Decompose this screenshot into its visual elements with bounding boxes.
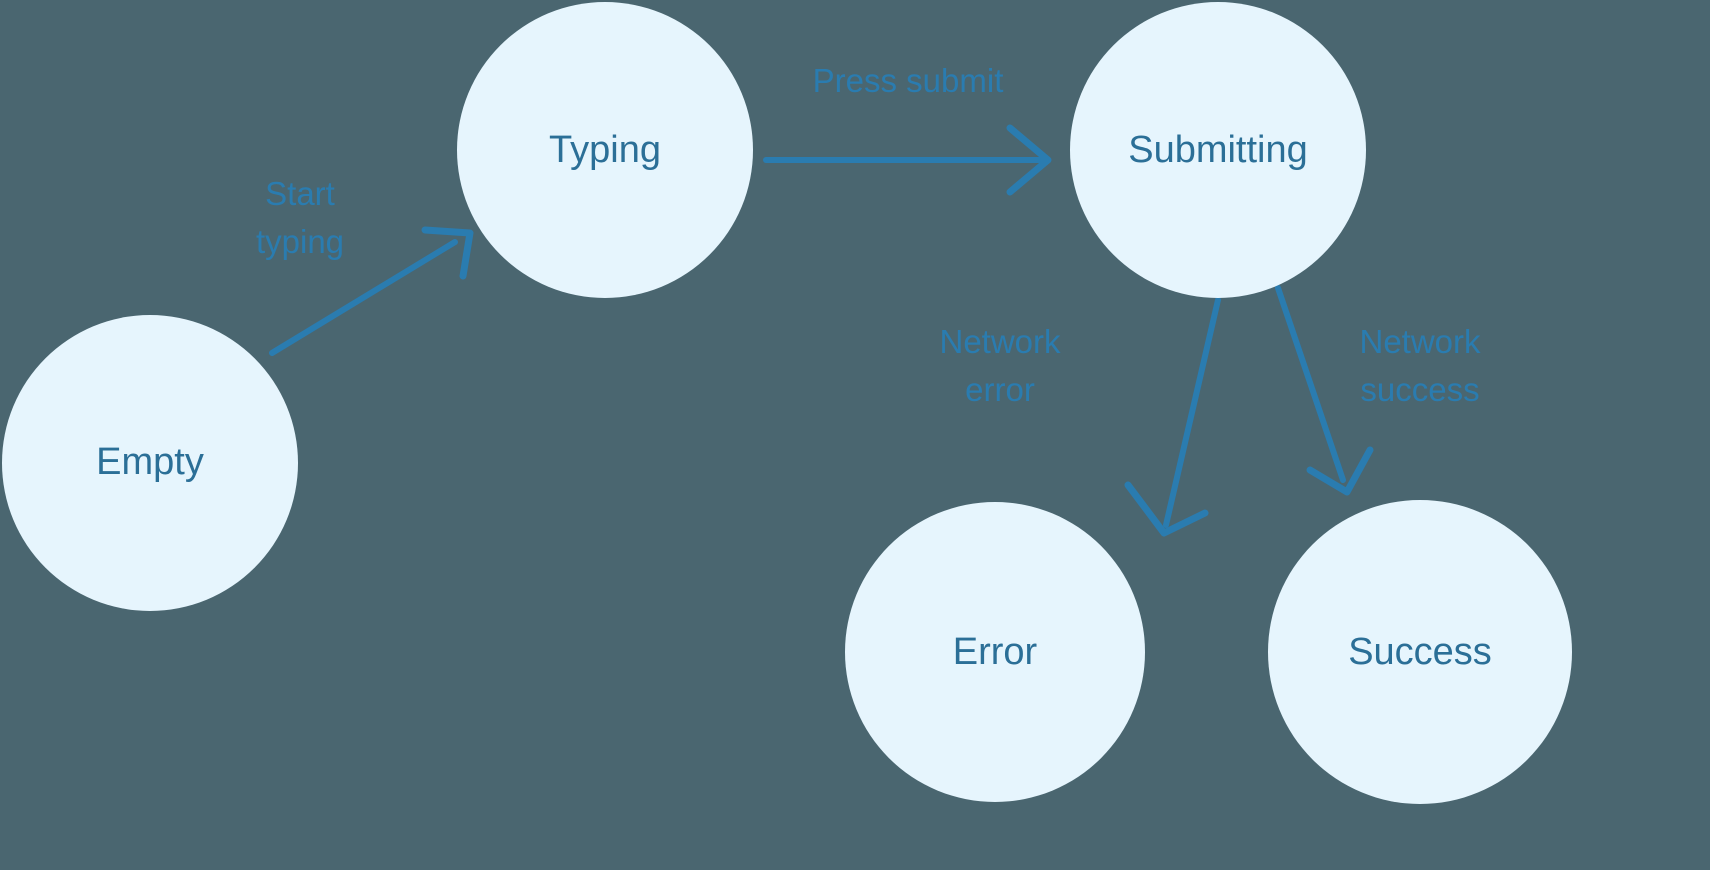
- edge-submitting-to-success-arrowhead: [1306, 446, 1374, 496]
- node-typing-label: Typing: [549, 129, 661, 171]
- edge-submitting-to-error-arrowhead: [1124, 481, 1209, 537]
- edge-empty-to-typing-label-line1: Start: [265, 175, 335, 212]
- edge-submitting-to-success-line: [1275, 285, 1346, 483]
- edge-empty-to-typing-arrowhead: [421, 226, 474, 280]
- node-error-label: Error: [953, 631, 1038, 673]
- edge-submitting-to-success-label-line1: Network: [1359, 323, 1481, 360]
- edge-submitting-to-success-label-line2: success: [1360, 371, 1479, 408]
- node-typing[interactable]: Typing: [457, 2, 753, 298]
- node-success-circle: [1268, 500, 1572, 804]
- node-success-label: Success: [1348, 631, 1492, 673]
- edge-submitting-to-success[interactable]: Network success: [1275, 285, 1481, 496]
- edge-submitting-to-error-label-line2: error: [965, 371, 1035, 408]
- edge-typing-to-submitting[interactable]: Press submit: [763, 62, 1052, 196]
- node-typing-circle: [457, 2, 753, 298]
- node-error[interactable]: Error: [845, 502, 1145, 802]
- node-empty-label: Empty: [96, 441, 204, 483]
- node-submitting[interactable]: Submitting: [1070, 2, 1366, 298]
- node-error-circle: [845, 502, 1145, 802]
- edge-submitting-to-error-label-line1: Network: [939, 323, 1061, 360]
- edge-submitting-to-error[interactable]: Network error: [939, 297, 1221, 537]
- edge-empty-to-typing-label-line2: typing: [256, 223, 344, 260]
- edge-typing-to-submitting-label-line1: Press submit: [813, 62, 1004, 99]
- node-submitting-circle: [1070, 2, 1366, 298]
- edge-typing-to-submitting-arrowhead: [1006, 124, 1052, 196]
- node-submitting-label: Submitting: [1128, 129, 1308, 171]
- node-empty-circle: [2, 315, 298, 611]
- node-empty[interactable]: Empty: [2, 315, 298, 611]
- edge-submitting-to-error-line: [1163, 297, 1221, 528]
- node-success[interactable]: Success: [1268, 500, 1572, 804]
- edge-empty-to-typing-line: [269, 239, 458, 356]
- edge-empty-to-typing[interactable]: Start typing: [256, 175, 474, 356]
